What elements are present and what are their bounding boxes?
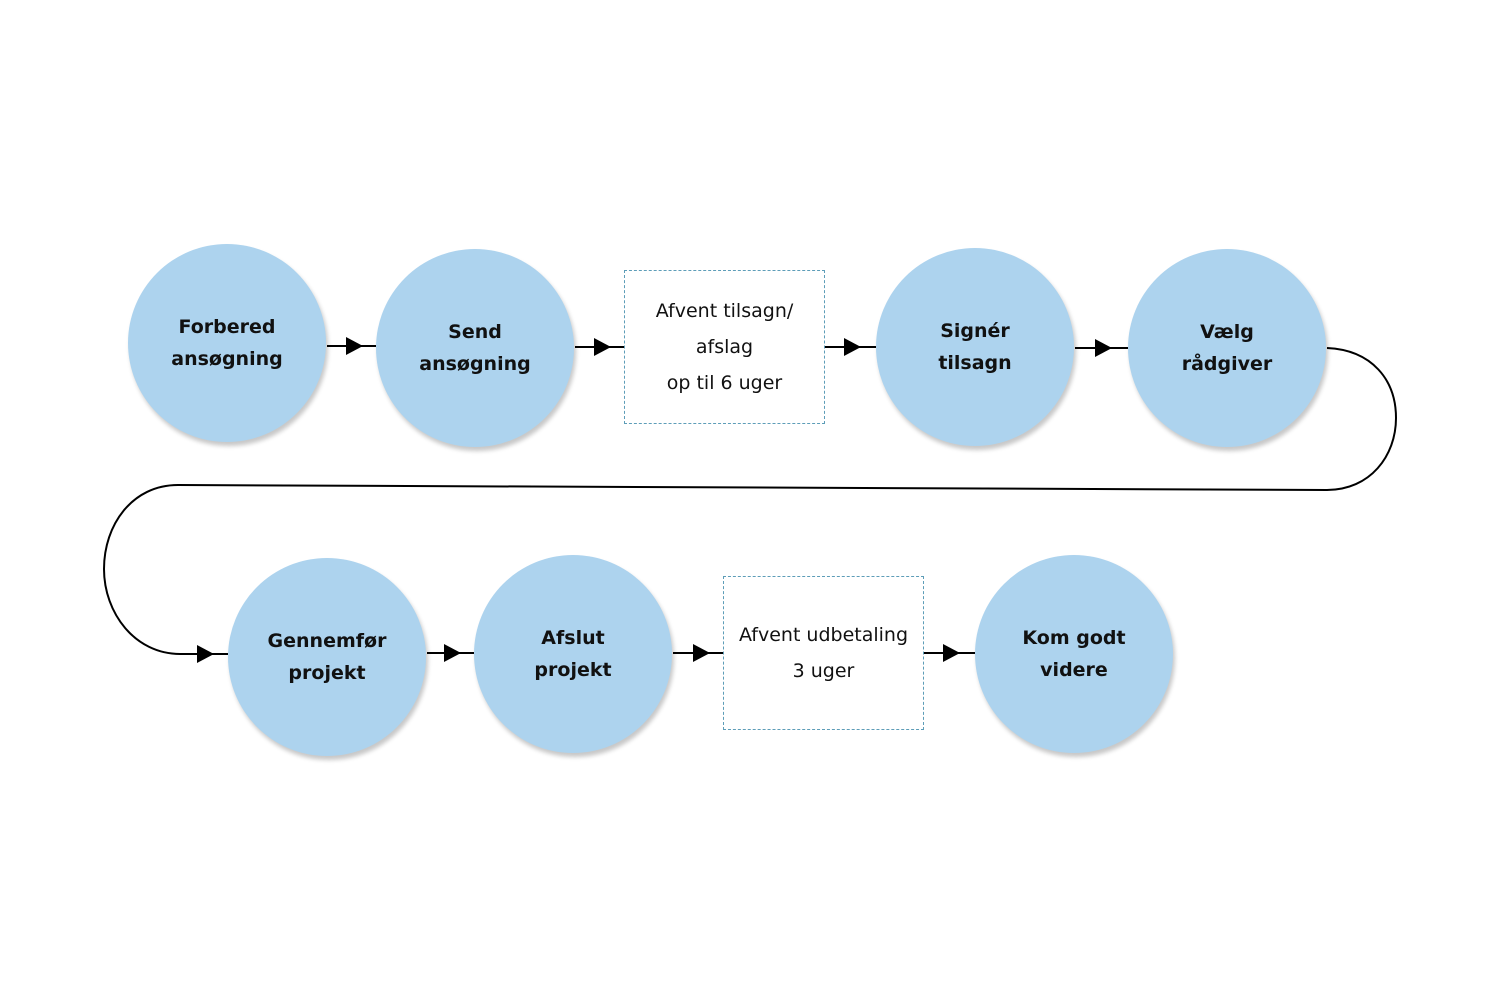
arrow-head-icon	[693, 644, 710, 662]
arrow-head-icon	[844, 338, 861, 356]
wait-label: afslag	[695, 336, 754, 358]
step-signer-tilsagn: Signér tilsagn	[876, 248, 1074, 446]
arrow-head-icon	[943, 644, 960, 662]
step-send-ansogning: Send ansøgning	[376, 249, 574, 447]
node-label: projekt	[288, 662, 366, 684]
node-label: Forbered	[178, 316, 276, 338]
connector-4-5	[102, 347, 1398, 655]
node-label: Afslut	[541, 627, 605, 649]
wait-label: Afvent tilsagn/	[655, 300, 794, 322]
wait-label: Afvent udbetaling	[738, 624, 909, 646]
arrow-head-icon	[197, 645, 214, 663]
node-label: Gennemfør	[267, 630, 387, 652]
wait-duration: op til 6 uger	[666, 372, 783, 394]
step-vaelg-radgiver: Vælg rådgiver	[1128, 249, 1326, 447]
node-label: videre	[1040, 659, 1108, 681]
node-label: Vælg	[1200, 321, 1254, 343]
step-afslut-projekt: Afslut projekt	[474, 555, 672, 753]
node-label: Signér	[940, 320, 1010, 342]
arrow-head-icon	[594, 338, 611, 356]
node-label: Send	[448, 321, 502, 343]
arrow-head-icon	[346, 337, 363, 355]
step-kom-godt-videre: Kom godt videre	[975, 555, 1173, 753]
node-label: projekt	[534, 659, 612, 681]
wait-duration: 3 uger	[792, 660, 855, 682]
node-label: rådgiver	[1181, 353, 1273, 375]
node-label: Kom godt	[1022, 627, 1126, 649]
arrow-head-icon	[1095, 339, 1112, 357]
arrow-head-icon	[444, 644, 461, 662]
node-label: tilsagn	[938, 352, 1012, 374]
node-label: ansøgning	[419, 353, 531, 375]
wait-tilsagn-box: Afvent tilsagn/ afslag op til 6 uger	[624, 270, 825, 424]
step-gennemfor-projekt: Gennemfør projekt	[228, 558, 426, 756]
node-label: ansøgning	[171, 348, 283, 370]
wait-udbetaling-box: Afvent udbetaling 3 uger	[723, 576, 924, 730]
step-forbered-ansogning: Forbered ansøgning	[128, 244, 326, 442]
